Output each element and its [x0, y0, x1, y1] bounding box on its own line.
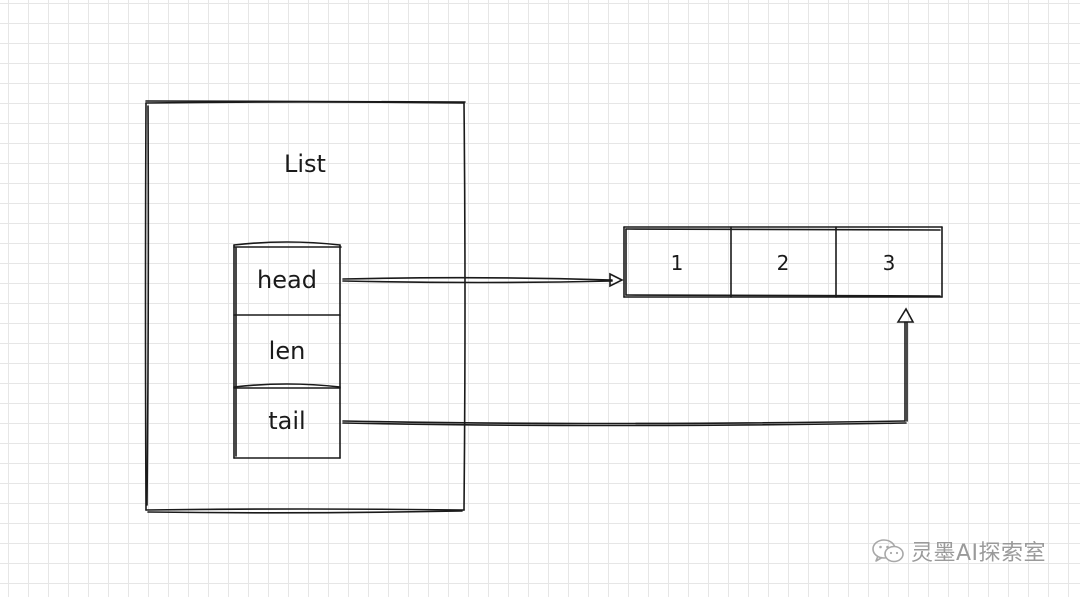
field-tail: tail — [268, 407, 305, 435]
field-len: len — [269, 337, 306, 365]
list-box — [144, 100, 466, 514]
list-title: List — [284, 150, 326, 178]
array-box — [623, 226, 943, 298]
watermark: 灵墨AI探索室 — [871, 535, 1046, 567]
array-cell-3: 3 — [883, 251, 896, 275]
head-arrow — [342, 272, 624, 288]
tail-arrow — [342, 307, 915, 427]
watermark-text: 灵墨AI探索室 — [910, 541, 1046, 566]
array-cell-2: 2 — [777, 251, 790, 275]
array-cell-1: 1 — [671, 251, 684, 275]
field-column — [233, 241, 342, 459]
wechat-icon — [871, 538, 905, 564]
field-head: head — [257, 266, 317, 294]
